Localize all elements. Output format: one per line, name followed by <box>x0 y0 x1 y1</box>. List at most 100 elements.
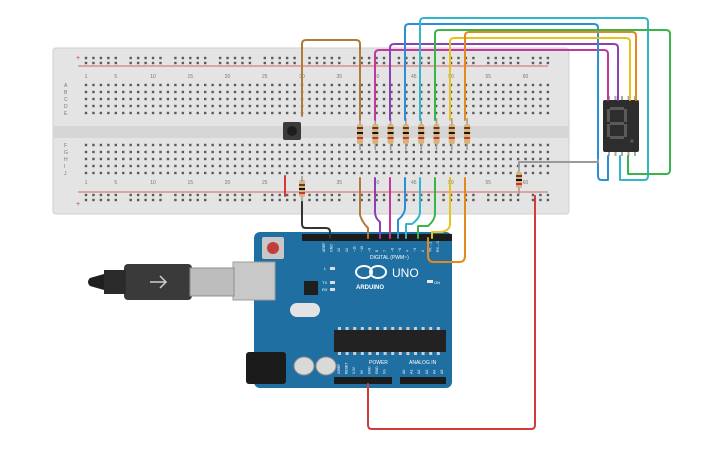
breadboard-hole[interactable] <box>405 83 408 87</box>
breadboard-hole[interactable] <box>271 111 274 115</box>
breadboard-hole[interactable] <box>494 90 497 94</box>
breadboard-hole[interactable] <box>420 111 423 115</box>
breadboard-hole[interactable] <box>412 111 415 115</box>
rail-hole[interactable] <box>285 56 289 60</box>
breadboard-hole[interactable] <box>189 111 192 115</box>
rail-hole[interactable] <box>375 61 378 65</box>
breadboard-hole[interactable] <box>166 90 170 94</box>
breadboard-hole[interactable] <box>338 157 341 161</box>
breadboard-hole[interactable] <box>375 150 378 154</box>
breadboard-hole[interactable] <box>509 111 512 115</box>
breadboard-hole[interactable] <box>472 143 475 147</box>
rail-hole[interactable] <box>92 56 95 60</box>
breadboard-hole[interactable] <box>390 150 393 154</box>
breadboard-hole[interactable] <box>181 111 185 115</box>
rail-hole[interactable] <box>539 61 542 65</box>
breadboard-hole[interactable] <box>442 150 445 154</box>
breadboard-hole[interactable] <box>92 143 95 147</box>
rail-hole[interactable] <box>159 56 162 60</box>
rail-hole[interactable] <box>487 56 490 60</box>
rail-hole[interactable] <box>263 198 266 202</box>
breadboard-hole[interactable] <box>122 164 125 168</box>
rail-hole[interactable] <box>189 56 192 60</box>
rail-hole[interactable] <box>174 198 177 202</box>
breadboard-hole[interactable] <box>107 111 110 115</box>
breadboard-hole[interactable] <box>189 150 192 154</box>
breadboard-hole[interactable] <box>479 150 483 154</box>
breadboard-hole[interactable] <box>92 104 95 108</box>
rail-hole[interactable] <box>84 193 88 197</box>
breadboard-hole[interactable] <box>516 143 520 147</box>
breadboard-hole[interactable] <box>353 97 356 101</box>
breadboard-hole[interactable] <box>397 111 401 115</box>
breadboard-hole[interactable] <box>233 150 237 154</box>
breadboard-hole[interactable] <box>181 97 185 101</box>
breadboard-hole[interactable] <box>293 164 296 168</box>
rail-hole[interactable] <box>248 56 252 60</box>
rail-hole[interactable] <box>531 193 535 197</box>
breadboard-hole[interactable] <box>144 143 147 147</box>
breadboard-hole[interactable] <box>531 97 535 101</box>
breadboard-hole[interactable] <box>360 171 363 175</box>
breadboard-hole[interactable] <box>263 97 266 101</box>
breadboard-hole[interactable] <box>129 97 132 101</box>
breadboard-hole[interactable] <box>107 171 110 175</box>
breadboard-hole[interactable] <box>472 150 475 154</box>
breadboard-hole[interactable] <box>353 90 356 94</box>
rail-hole[interactable] <box>360 198 363 202</box>
breadboard-hole[interactable] <box>218 171 222 175</box>
breadboard-hole[interactable] <box>211 171 214 175</box>
breadboard-hole[interactable] <box>151 150 155 154</box>
breadboard-hole[interactable] <box>256 157 259 161</box>
rail-hole[interactable] <box>472 56 475 60</box>
breadboard-hole[interactable] <box>159 97 162 101</box>
rail-hole[interactable] <box>457 198 460 202</box>
rail-hole[interactable] <box>494 56 497 60</box>
breadboard-hole[interactable] <box>502 171 505 175</box>
rail-hole[interactable] <box>330 193 334 197</box>
breadboard-hole[interactable] <box>353 83 356 87</box>
rail-hole[interactable] <box>516 56 520 60</box>
wire-brown[interactable] <box>301 39 361 121</box>
breadboard-hole[interactable] <box>397 150 401 154</box>
breadboard-hole[interactable] <box>479 143 483 147</box>
breadboard-hole[interactable] <box>151 90 155 94</box>
rail-hole[interactable] <box>99 193 103 197</box>
breadboard-hole[interactable] <box>248 104 252 108</box>
rail-hole[interactable] <box>174 56 177 60</box>
breadboard-hole[interactable] <box>375 164 378 168</box>
breadboard-hole[interactable] <box>375 104 378 108</box>
breadboard-hole[interactable] <box>308 111 311 115</box>
rail-hole[interactable] <box>107 56 110 60</box>
breadboard-hole[interactable] <box>479 157 483 161</box>
rail-hole[interactable] <box>397 61 401 65</box>
breadboard-hole[interactable] <box>211 83 214 87</box>
breadboard-hole[interactable] <box>136 164 140 168</box>
breadboard-hole[interactable] <box>218 83 222 87</box>
rail-hole[interactable] <box>509 198 512 202</box>
breadboard-hole[interactable] <box>502 157 505 161</box>
breadboard-hole[interactable] <box>226 90 229 94</box>
breadboard-hole[interactable] <box>382 150 386 154</box>
wire-brown-2[interactable] <box>359 177 369 239</box>
breadboard-hole[interactable] <box>367 111 371 115</box>
breadboard-hole[interactable] <box>382 97 386 101</box>
wire-yellow-2[interactable] <box>431 177 451 239</box>
rail-hole[interactable] <box>360 193 363 197</box>
breadboard-hole[interactable] <box>479 104 483 108</box>
breadboard-hole[interactable] <box>427 104 430 108</box>
breadboard-hole[interactable] <box>524 157 527 161</box>
breadboard-hole[interactable] <box>442 90 445 94</box>
push-button[interactable] <box>283 122 301 140</box>
breadboard-hole[interactable] <box>345 150 348 154</box>
breadboard-hole[interactable] <box>382 90 386 94</box>
breadboard-hole[interactable] <box>338 83 341 87</box>
breadboard-hole[interactable] <box>390 90 393 94</box>
rail-hole[interactable] <box>114 61 117 65</box>
breadboard-hole[interactable] <box>434 83 438 87</box>
breadboard-hole[interactable] <box>151 157 155 161</box>
breadboard-hole[interactable] <box>99 164 103 168</box>
rail-hole[interactable] <box>449 56 453 60</box>
usb-port[interactable] <box>232 261 276 301</box>
rail-hole[interactable] <box>174 61 177 65</box>
